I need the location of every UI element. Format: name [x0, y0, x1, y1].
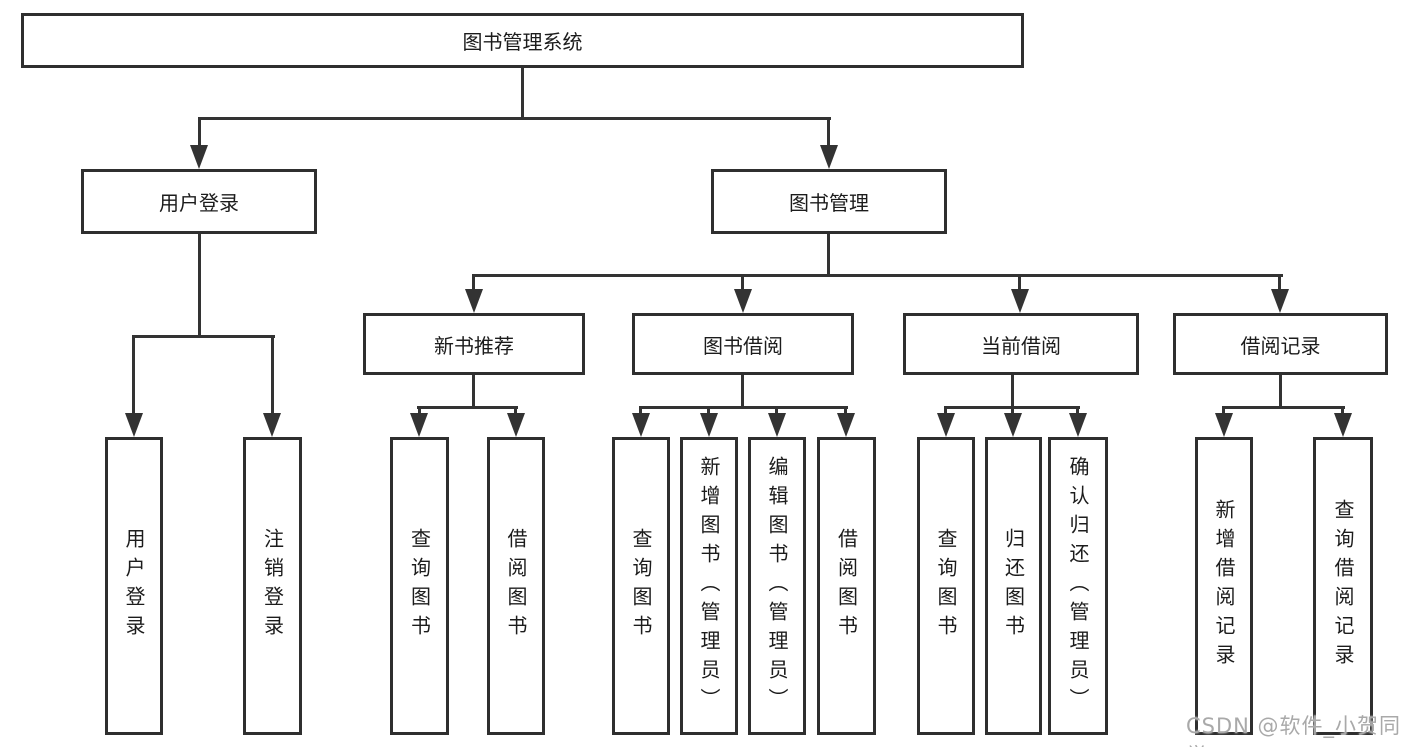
connector: [1011, 406, 1014, 416]
arrowhead: [190, 145, 208, 169]
connector: [1222, 406, 1225, 416]
leaf-query-books-3: 查询图书: [917, 437, 975, 735]
connector: [639, 406, 642, 416]
arrowhead: [507, 413, 525, 437]
node-label: 新书推荐: [434, 333, 514, 358]
leaf-label: 查询借阅记录: [1331, 499, 1355, 673]
arrowhead: [632, 413, 650, 437]
leaf-user-login: 用户登录: [105, 437, 163, 735]
leaf-edit-books-admin: 编辑图书（管理员）: [748, 437, 806, 735]
arrowhead: [1069, 413, 1087, 437]
leaf-label: 新增图书（管理员）: [697, 455, 721, 717]
arrowhead: [410, 413, 428, 437]
node-new-book-recommend: 新书推荐: [363, 313, 585, 375]
leaf-label: 注销登录: [260, 528, 285, 644]
node-current-borrow: 当前借阅: [903, 313, 1139, 375]
arrowhead: [700, 413, 718, 437]
leaf-label: 归还图书: [1001, 528, 1026, 644]
connector: [707, 406, 710, 416]
arrowhead: [465, 289, 483, 313]
arrowhead: [820, 145, 838, 169]
connector: [1222, 406, 1345, 409]
leaf-query-books-1: 查询图书: [390, 437, 449, 735]
arrowhead: [837, 413, 855, 437]
arrowhead: [734, 289, 752, 313]
leaf-label: 用户登录: [122, 528, 146, 644]
leaf-query-books-2: 查询图书: [612, 437, 670, 735]
connector: [418, 406, 421, 416]
node-borrow-records: 借阅记录: [1173, 313, 1388, 375]
connector: [827, 117, 830, 148]
connector: [417, 406, 518, 409]
leaf-label: 查询图书: [934, 528, 958, 644]
arrowhead: [937, 413, 955, 437]
connector: [132, 335, 275, 338]
node-label: 图书借阅: [703, 333, 783, 358]
leaf-logout: 注销登录: [243, 437, 302, 735]
connector: [944, 406, 947, 416]
connector: [1018, 274, 1021, 294]
connector: [775, 406, 778, 416]
leaf-borrow-books-2: 借阅图书: [817, 437, 876, 735]
connector: [514, 406, 517, 416]
connector: [741, 274, 744, 294]
arrowhead: [1334, 413, 1352, 437]
arrowhead: [125, 413, 143, 437]
node-user-login: 用户登录: [81, 169, 317, 234]
connector: [1279, 375, 1282, 409]
node-label: 借阅记录: [1240, 333, 1321, 358]
leaf-label: 编辑图书（管理员）: [765, 455, 789, 717]
leaf-add-borrow-record: 新增借阅记录: [1195, 437, 1253, 735]
leaf-label: 查询图书: [407, 528, 432, 644]
leaf-label: 确认归还（管理员）: [1066, 455, 1090, 717]
connector: [1341, 406, 1344, 416]
csdn-watermark: CSDN @软件_小贺同学: [1186, 714, 1402, 747]
arrowhead: [1271, 289, 1289, 313]
connector: [1011, 375, 1014, 409]
arrowhead: [1004, 413, 1022, 437]
connector: [741, 375, 744, 409]
connector: [198, 117, 201, 148]
connector: [639, 406, 848, 409]
connector: [827, 234, 830, 277]
arrowhead: [1011, 289, 1029, 313]
node-library-system: 图书管理系统: [21, 13, 1024, 68]
leaf-label: 借阅图书: [834, 528, 859, 644]
connector: [472, 375, 475, 409]
node-book-management: 图书管理: [711, 169, 947, 234]
connector: [198, 117, 831, 120]
connector: [521, 68, 524, 120]
leaf-confirm-return-admin: 确认归还（管理员）: [1048, 437, 1108, 735]
connector: [132, 335, 135, 417]
node-label: 图书管理: [789, 191, 869, 215]
connector: [198, 234, 201, 338]
arrowhead: [1215, 413, 1233, 437]
node-label: 图书管理系统: [462, 30, 583, 54]
arrowhead: [263, 413, 281, 437]
leaf-label: 查询图书: [629, 528, 653, 644]
leaf-return-books: 归还图书: [985, 437, 1042, 735]
connector: [1076, 406, 1079, 416]
connector: [472, 274, 1283, 277]
connector: [472, 274, 475, 294]
leaf-label: 新增借阅记录: [1212, 499, 1236, 673]
connector: [844, 406, 847, 416]
connector: [1278, 274, 1281, 294]
leaf-label: 借阅图书: [504, 528, 528, 644]
arrowhead: [768, 413, 786, 437]
node-label: 用户登录: [159, 191, 239, 215]
leaf-borrow-books-1: 借阅图书: [487, 437, 545, 735]
node-label: 当前借阅: [981, 333, 1061, 358]
leaf-query-borrow-record: 查询借阅记录: [1313, 437, 1373, 735]
node-book-borrow: 图书借阅: [632, 313, 854, 375]
leaf-add-books-admin: 新增图书（管理员）: [680, 437, 738, 735]
connector: [271, 335, 274, 417]
